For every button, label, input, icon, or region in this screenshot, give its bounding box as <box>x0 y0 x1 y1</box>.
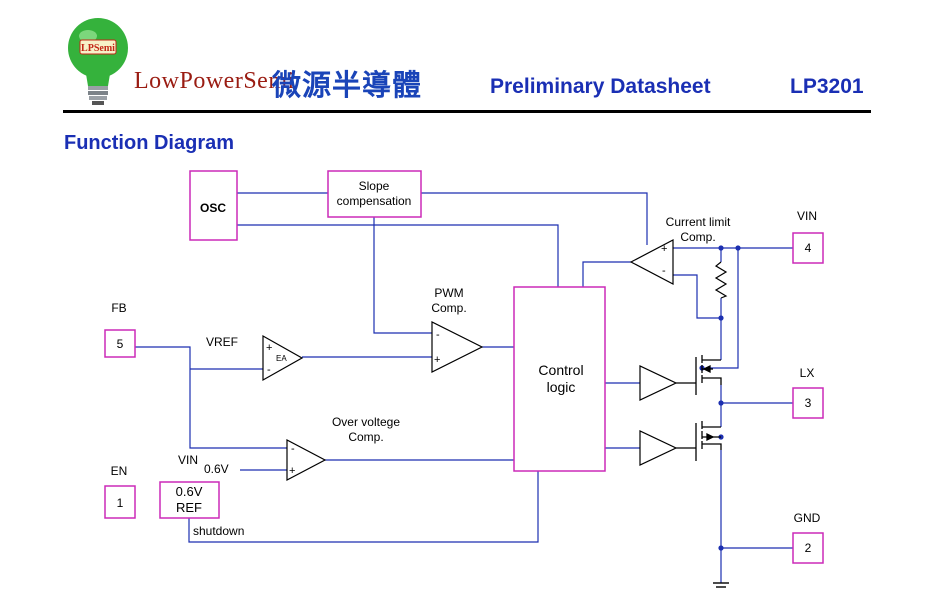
pin-name-vin: VIN <box>797 209 817 223</box>
pin-box-en <box>104 485 136 519</box>
ea-label: EA <box>276 354 287 363</box>
pwm-label-line2: Comp. <box>431 301 466 315</box>
ov-label-line1: Over voltege <box>332 415 400 429</box>
header-divider <box>63 110 871 113</box>
pwm-comparator <box>431 321 484 373</box>
pin-name-fb: FB <box>111 301 126 315</box>
pin-number-en: 1 <box>117 496 124 510</box>
cl-plus-sign: + <box>661 243 667 255</box>
pin-name-en: EN <box>111 464 128 478</box>
company-name-cjk: 微源半導體 <box>272 68 423 102</box>
ov-label-line2: Comp. <box>348 430 383 444</box>
v06-label: 0.6V <box>204 462 229 476</box>
control-label-line2: logic <box>547 379 576 395</box>
slope-label-line1: Slope <box>359 179 390 193</box>
part-number: LP3201 <box>790 75 864 98</box>
pwm-label-line1: PWM <box>434 286 463 300</box>
vref-label: VREF <box>206 335 238 349</box>
ref-label-line1: 0.6V <box>176 484 203 499</box>
control-label-line1: Control <box>538 362 583 378</box>
ov-minus-sign: - <box>291 443 295 455</box>
company-name: LowPowerSemi <box>134 68 295 94</box>
pwm-minus-sign: - <box>436 329 440 341</box>
pin-name-gnd: GND <box>794 511 821 525</box>
pin-box-gnd <box>792 532 824 564</box>
slope-label-line2: compensation <box>337 194 412 208</box>
logo-text: LPSemi <box>81 43 115 54</box>
error-amplifier <box>262 334 304 382</box>
low-side-driver <box>639 430 678 466</box>
pin-number-lx: 3 <box>805 396 812 410</box>
cl-minus-sign: - <box>662 265 666 277</box>
ov-plus-sign: + <box>289 465 295 477</box>
current-limit-label-line2: Comp. <box>680 230 715 244</box>
ea-minus-sign: - <box>267 364 271 376</box>
high-side-driver <box>639 365 678 401</box>
osc-label: OSC <box>200 201 226 215</box>
pin-box-fb <box>104 329 136 358</box>
pin-number-fb: 5 <box>117 337 124 351</box>
overvoltage-comparator <box>286 439 327 481</box>
junction-dots <box>699 245 741 551</box>
control-logic-block <box>513 286 606 472</box>
slope-compensation-block <box>327 170 422 218</box>
signal-wires <box>135 192 793 583</box>
sense-resistor <box>714 261 728 299</box>
pin-box-vin <box>792 232 824 264</box>
pin-box-lx <box>792 387 824 419</box>
ea-plus-sign: + <box>266 342 272 354</box>
ref-block <box>159 481 220 519</box>
high-side-mosfet <box>676 355 722 395</box>
function-blocks <box>104 170 824 564</box>
pin-number-vin: 4 <box>805 241 812 255</box>
low-side-mosfet <box>676 421 722 461</box>
ground-icon <box>713 582 729 588</box>
ref-label-line2: REF <box>176 500 202 515</box>
section-title: Function Diagram <box>64 132 235 154</box>
osc-block <box>189 170 238 241</box>
shutdown-label: shutdown <box>193 524 244 538</box>
current-limit-label-line1: Current limit <box>666 215 731 229</box>
vin-small-label: VIN <box>178 453 198 467</box>
pin-number-gnd: 2 <box>805 541 812 555</box>
page-header: LPSemi LowPowerSemi 微源半導體 Preliminary Da… <box>0 0 929 118</box>
pin-name-lx: LX <box>800 366 815 380</box>
current-limit-comparator <box>629 239 674 285</box>
pwm-plus-sign: + <box>434 354 440 366</box>
lpsemi-logo-icon: LPSemi <box>68 18 128 105</box>
document-type: Preliminary Datasheet <box>490 75 711 98</box>
